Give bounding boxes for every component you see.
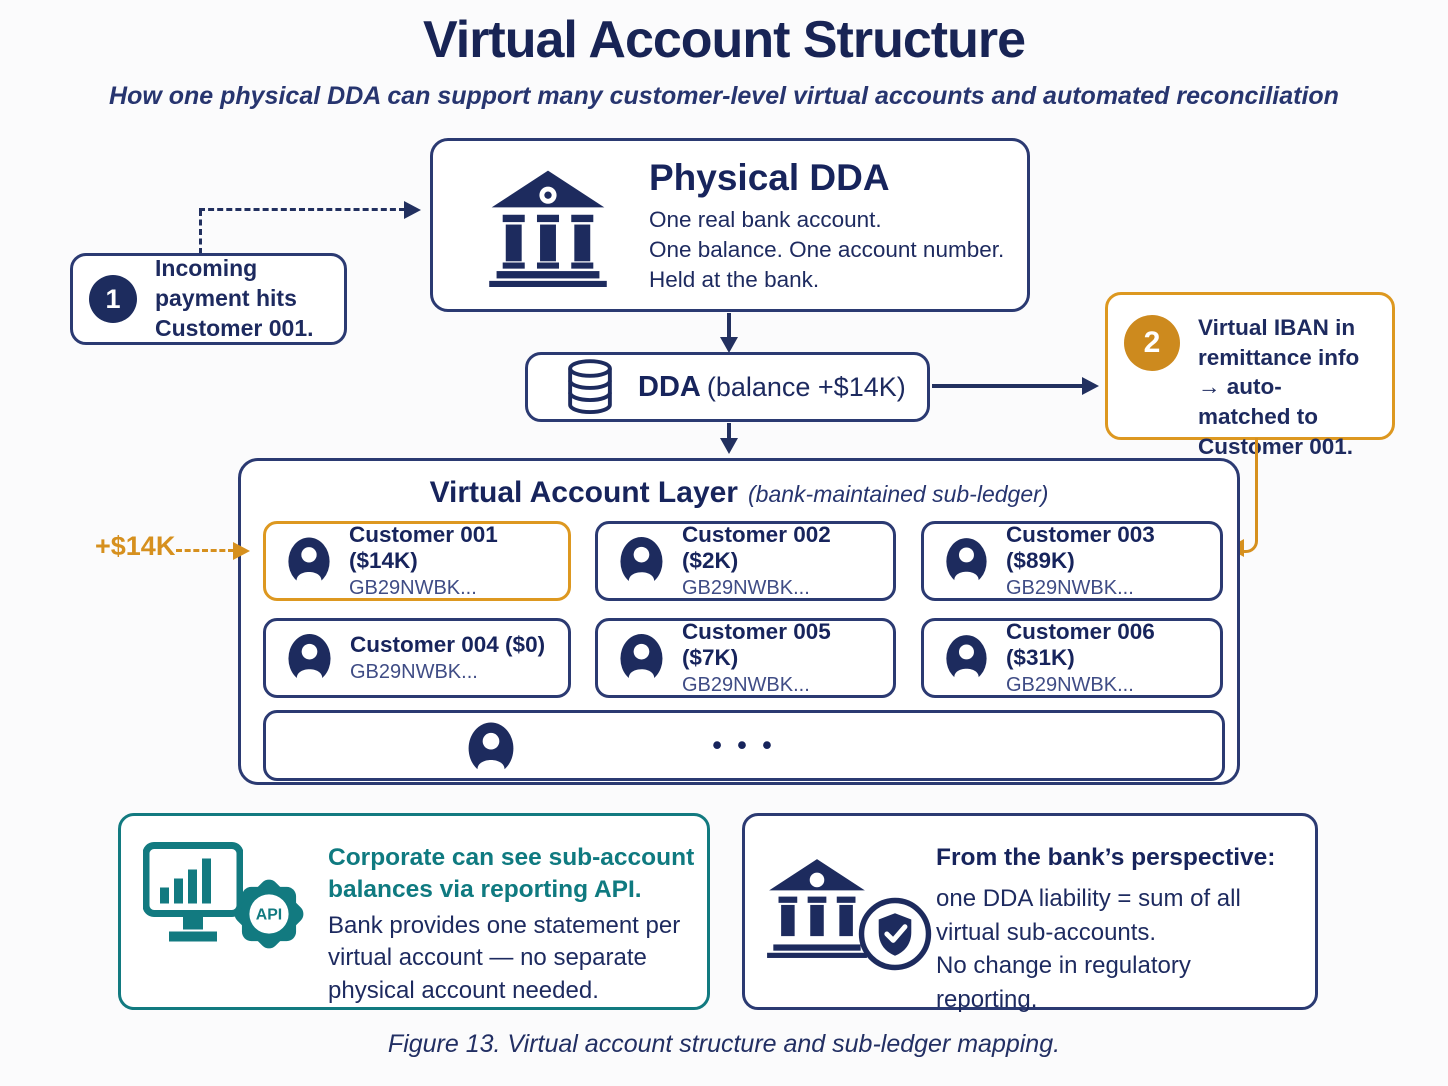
- arrowhead-to-customer-001: [233, 542, 250, 560]
- dda-pill-detail: (balance +$14K): [706, 371, 906, 402]
- bank-perspective-box: From the bank’s perspective: one DDA lia…: [742, 813, 1318, 1013]
- callout-2-rest: in remittance info → auto-matched to Cus…: [1198, 315, 1360, 459]
- person-icon: [468, 722, 514, 775]
- person-icon: [288, 537, 330, 586]
- virtual-layer-subtitle: (bank-maintained sub-ledger): [748, 481, 1049, 507]
- person-icon: [620, 536, 663, 586]
- corporate-reporting-box: API Corporate can see sub-account balanc…: [118, 813, 710, 1010]
- customer-iban: GB29NWBK...: [1005, 674, 1134, 696]
- step-1-badge: 1: [89, 275, 137, 323]
- callout-2-text: Virtual IBAN in remittance info → auto-m…: [1198, 313, 1370, 461]
- connector-inflow-dashed: [176, 549, 234, 552]
- bank-headline: From the bank’s perspective:: [936, 844, 1276, 871]
- person-icon: [946, 537, 987, 585]
- physical-dda-line-2: One balance. One account number.: [649, 237, 1005, 263]
- customer-card-004: Customer 004 ($0) GB29NWBK...: [263, 618, 571, 698]
- dda-pill-label: DDA(balance +$14K): [638, 371, 906, 404]
- customer-iban: GB29NWBK...: [348, 577, 477, 599]
- dda-balance-pill: DDA(balance +$14K): [525, 352, 930, 422]
- arrowhead-to-physical-dda: [404, 201, 421, 219]
- callout-1-incoming-payment: 1 Incoming payment hits Customer 001.: [70, 253, 347, 345]
- customer-iban: GB29NWBK...: [681, 674, 810, 696]
- connector-dda-down-1: [727, 313, 731, 339]
- callout-1-text: Incoming payment hits Customer 001.: [155, 255, 314, 341]
- customer-card-001: Customer 001 ($14K) GB29NWBK...: [263, 521, 571, 601]
- monitor-chart-icon: [143, 842, 243, 942]
- corporate-body: Bank provides one statement per virtual …: [328, 912, 681, 1004]
- customer-card-006: Customer 006 ($31K) GB29NWBK...: [921, 618, 1223, 698]
- step-2-badge: 2: [1124, 315, 1180, 371]
- virtual-layer-title: Virtual Account Layer: [429, 476, 738, 509]
- page-title: Virtual Account Structure: [423, 11, 1026, 69]
- virtual-account-layer: Virtual Account Layer (bank-maintained su…: [238, 458, 1240, 785]
- customer-card-003: Customer 003 ($89K) GB29NWBK...: [921, 521, 1223, 601]
- customer-iban: GB29NWBK...: [681, 577, 810, 599]
- connector-dda-down-2: [727, 423, 731, 440]
- connector-callout1-vertical: [199, 210, 202, 254]
- bank-body-line-1: one DDA liability = sum of all virtual s…: [936, 885, 1241, 946]
- arrowhead-to-callout2: [1082, 377, 1099, 395]
- person-icon: [620, 633, 663, 683]
- customer-iban: GB29NWBK...: [350, 661, 478, 683]
- dda-pill-name: DDA: [638, 370, 701, 403]
- arrowhead-to-virtual-layer: [720, 438, 738, 454]
- page-subtitle: How one physical DDA can support many cu…: [109, 82, 1339, 110]
- physical-dda-line-1: One real bank account.: [649, 207, 882, 232]
- customer-name: Customer 005 ($7K): [681, 619, 831, 670]
- person-icon: [288, 633, 331, 683]
- arrowhead-to-dda-pill: [720, 337, 738, 353]
- shield-check-icon: [858, 897, 932, 971]
- more-accounts-row: • • •: [263, 710, 1225, 781]
- customer-name: Customer 004 ($0): [350, 632, 546, 657]
- physical-dda-title: Physical DDA: [649, 157, 890, 198]
- customer-name: Customer 002 ($2K): [681, 522, 831, 573]
- connector-dda-to-callout2: [932, 384, 1083, 388]
- inflow-amount-label: +$14K: [95, 531, 176, 561]
- connector-callout2-elbow: [1242, 438, 1258, 553]
- api-gear-label: API: [256, 907, 282, 924]
- corporate-headline: Corporate can see sub-account balances v…: [328, 844, 695, 903]
- customer-card-005: Customer 005 ($7K) GB29NWBK...: [595, 618, 896, 698]
- api-gear-icon: API: [234, 879, 304, 949]
- more-accounts-ellipsis: • • •: [712, 730, 776, 760]
- customer-name: Customer 003 ($89K): [1005, 522, 1155, 573]
- figure-caption: Figure 13. Virtual account structure and…: [387, 1030, 1061, 1058]
- physical-dda-box: Physical DDA One real bank account. One …: [430, 138, 1030, 312]
- person-icon: [946, 634, 987, 682]
- customer-iban: GB29NWBK...: [1005, 577, 1134, 599]
- database-icon: [568, 358, 612, 414]
- callout-2-virtual-iban: 2 Virtual IBAN in remittance info → auto…: [1105, 292, 1395, 459]
- physical-dda-line-3: Held at the bank.: [649, 267, 820, 293]
- virtual-layer-header: Virtual Account Layer (bank-maintained su…: [241, 476, 1237, 510]
- bank-icon: [489, 170, 607, 287]
- bank-body: one DDA liability = sum of all virtual s…: [936, 882, 1296, 1016]
- customer-name: Customer 006 ($31K): [1005, 619, 1155, 670]
- callout-2-lead: Virtual IBAN: [1198, 315, 1329, 340]
- bank-body-line-2: No change in regulatory reporting.: [936, 952, 1191, 1013]
- customer-name: Customer 001 ($14K): [348, 522, 498, 573]
- customer-card-002: Customer 002 ($2K) GB29NWBK...: [595, 521, 896, 601]
- bank-icon: [767, 859, 867, 958]
- connector-callout1-horizontal: [199, 208, 405, 211]
